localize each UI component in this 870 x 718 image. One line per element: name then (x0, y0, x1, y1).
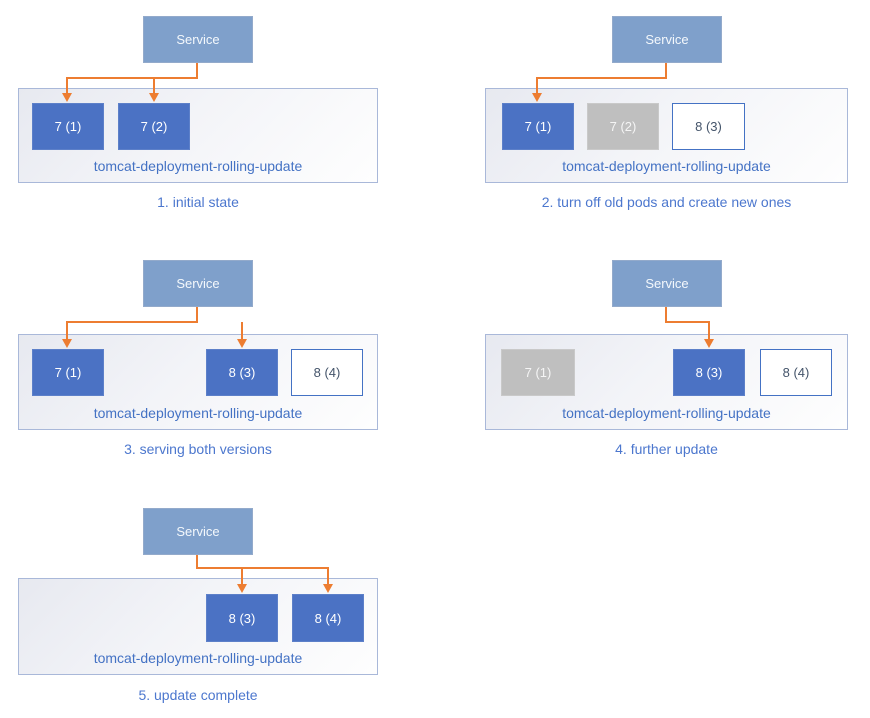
stage5-service-label: Service (176, 524, 220, 539)
stage2-pod-7-2: 7 (2) (587, 103, 659, 150)
stage1-service-box: Service (143, 16, 253, 63)
pod-label: 7 (2) (609, 119, 637, 134)
pod-label: 8 (4) (782, 365, 810, 380)
stage3-pod-8-3: 8 (3) (206, 349, 278, 396)
stage4-pod-8-4: 8 (4) (760, 349, 832, 396)
stage1-deployment-label: tomcat-deployment-rolling-update (93, 158, 303, 174)
stage3-service-box: Service (143, 260, 253, 307)
pod-label: 7 (1) (54, 365, 82, 380)
stage3-pod-7-1: 7 (1) (32, 349, 104, 396)
stage2-service-label: Service (645, 32, 689, 47)
pod-label: 7 (1) (524, 365, 552, 380)
stage2-deployment-label: tomcat-deployment-rolling-update (562, 158, 771, 174)
stage2-caption: 2. turn off old pods and create new ones (541, 194, 792, 210)
stage4-pod-8-3: 8 (3) (673, 349, 745, 396)
stage3-caption: 3. serving both versions (124, 441, 272, 457)
stage5-pod-8-4: 8 (4) (292, 594, 364, 642)
stage1-pod-7-2: 7 (2) (118, 103, 190, 150)
stage2-pod-8-3: 8 (3) (672, 103, 745, 150)
stage1-caption: 1. initial state (157, 194, 239, 210)
stage5-pod-8-3: 8 (3) (206, 594, 278, 642)
pod-label: 7 (1) (54, 119, 82, 134)
stage4-service-box: Service (612, 260, 722, 307)
stage3-pod-8-4: 8 (4) (291, 349, 363, 396)
stage4-deployment-label: tomcat-deployment-rolling-update (562, 405, 771, 421)
pod-label: 7 (1) (524, 119, 552, 134)
stage5-caption: 5. update complete (138, 687, 258, 703)
stage4-pod-7-1: 7 (1) (501, 349, 575, 396)
stage2-service-box: Service (612, 16, 722, 63)
pod-label: 8 (3) (695, 119, 722, 134)
pod-label: 8 (3) (695, 365, 723, 380)
stage3-deployment-label: tomcat-deployment-rolling-update (93, 405, 303, 421)
stage4-caption: 4. further update (615, 441, 718, 457)
pod-label: 7 (2) (140, 119, 168, 134)
stage1-pod-7-1: 7 (1) (32, 103, 104, 150)
stage1-service-label: Service (176, 32, 220, 47)
stage5-service-box: Service (143, 508, 253, 555)
pod-label: 8 (3) (228, 365, 256, 380)
stage5-deployment-label: tomcat-deployment-rolling-update (93, 650, 303, 666)
stage4-service-label: Service (645, 276, 689, 291)
pod-label: 8 (3) (228, 610, 256, 626)
pod-label: 8 (4) (314, 610, 342, 626)
stage3-service-label: Service (176, 276, 220, 291)
pod-label: 8 (4) (313, 365, 341, 380)
stage2-pod-7-1: 7 (1) (502, 103, 574, 150)
